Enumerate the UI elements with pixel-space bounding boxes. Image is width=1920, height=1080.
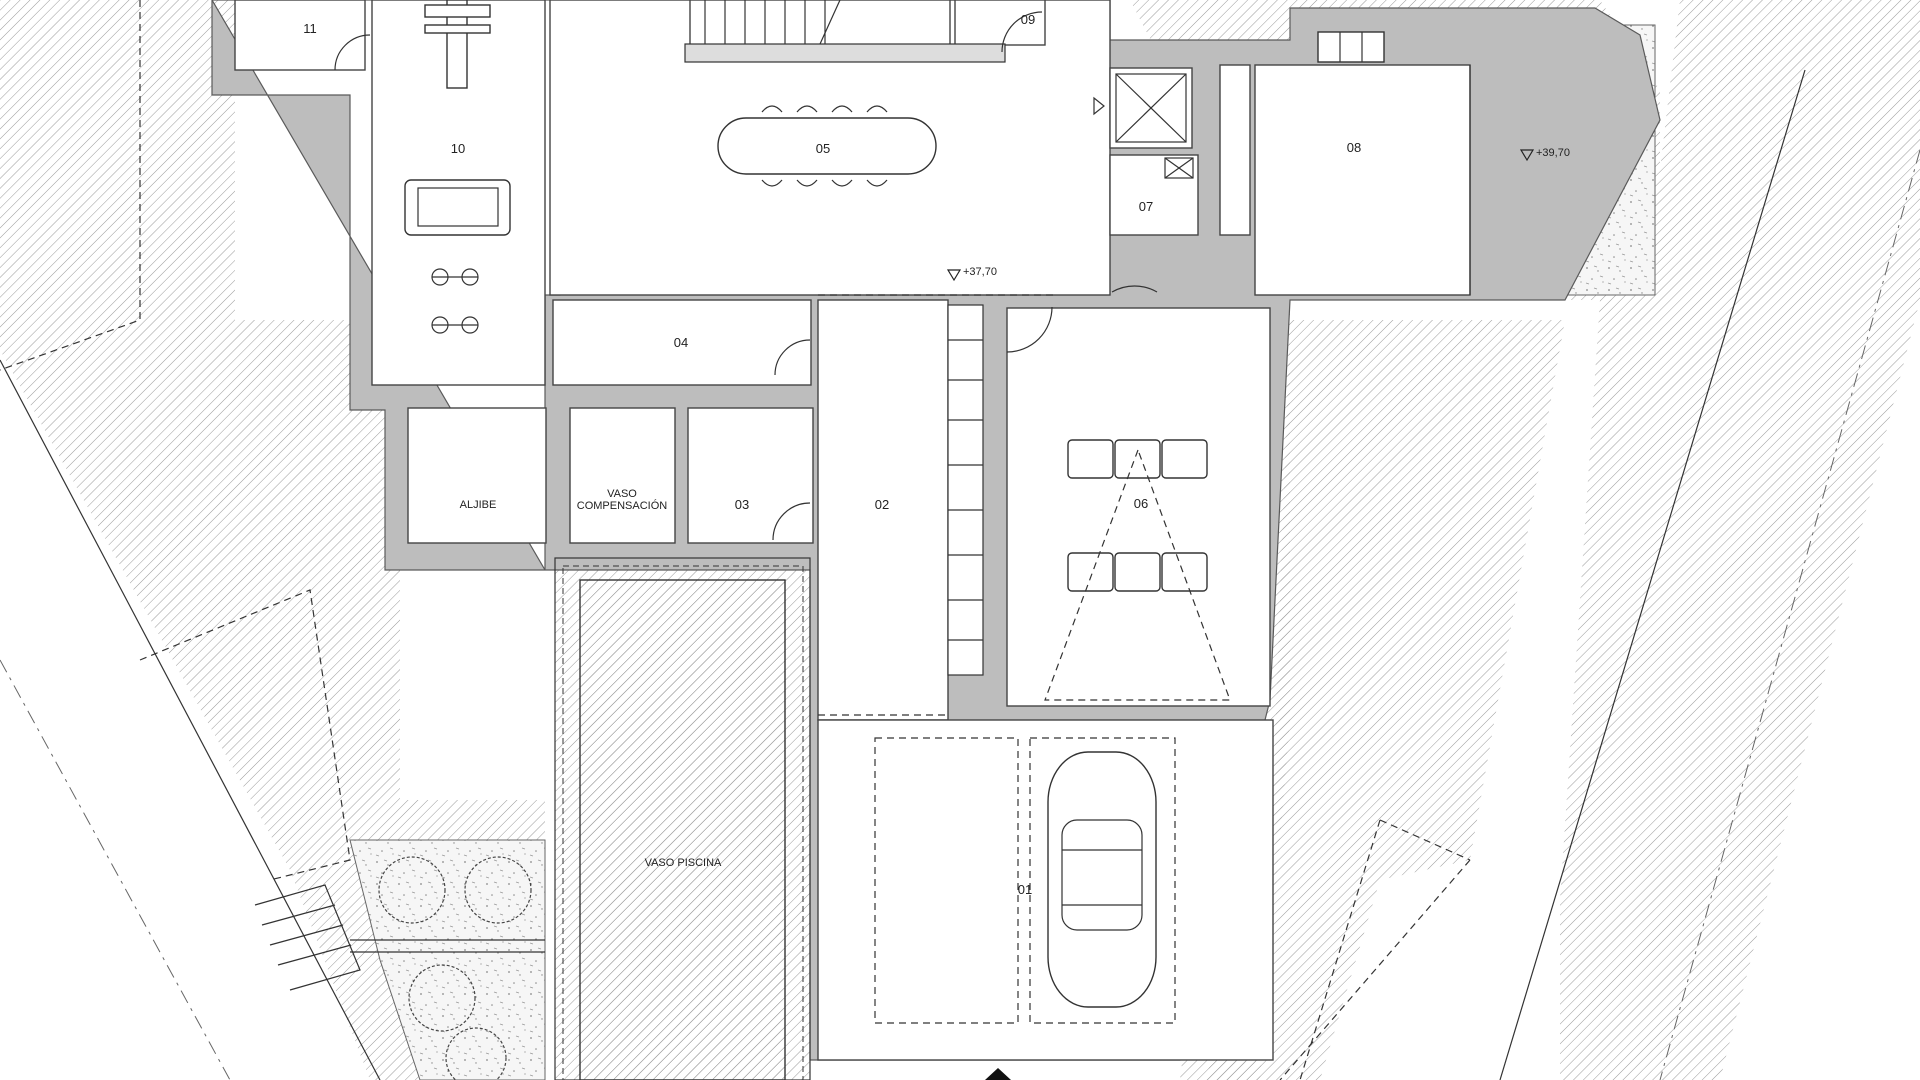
room-vaso-compensacion	[569, 407, 676, 544]
room-11	[234, 0, 366, 71]
level-triangle-icon	[1519, 149, 1535, 162]
room-label-09: 09	[1021, 12, 1035, 27]
room-label-07: 07	[1139, 199, 1153, 214]
pool	[554, 557, 811, 1080]
car-icon	[1047, 751, 1157, 1008]
dining-table	[717, 105, 937, 187]
gym-equipment	[404, 0, 511, 334]
room-label-10: 10	[451, 141, 465, 156]
room-label-vaso-2: COMPENSACIÓN	[577, 499, 668, 512]
room-08	[1254, 64, 1471, 296]
room-label-02: 02	[875, 497, 889, 512]
room-stairs-top	[689, 0, 951, 49]
cinema-seats	[1044, 439, 1231, 701]
room-label-04: 04	[674, 335, 688, 350]
rooms	[234, 0, 1471, 1061]
room-label-vaso-1: VASO	[607, 488, 637, 500]
doors	[334, 11, 1158, 1080]
room-label-08: 08	[1347, 140, 1361, 155]
kitchen-cabinets	[1317, 31, 1471, 295]
tree-icon	[408, 964, 476, 1032]
level-label-exterior: +39,70	[1536, 147, 1570, 159]
ramp-lines	[818, 294, 1055, 716]
room-06	[1006, 307, 1271, 707]
level-label-interior: +37,70	[963, 266, 997, 278]
room-aljibe	[407, 407, 547, 544]
room-03	[687, 407, 814, 544]
room-09	[954, 0, 1046, 46]
room-07	[1109, 154, 1199, 236]
garden	[254, 856, 545, 1080]
room-label-vaso-piscina: VASO PISCINA	[645, 857, 722, 869]
tree-icon	[445, 1027, 507, 1080]
room-label-01: 01	[1018, 882, 1032, 897]
tree-icon	[464, 856, 532, 924]
room-01	[817, 719, 1274, 1061]
parking-bays	[874, 737, 1176, 1024]
elevator-icon	[1115, 73, 1194, 179]
level-markers	[946, 149, 1535, 282]
level-triangle-icon	[946, 269, 962, 282]
room-label-aljibe: ALJIBE	[460, 499, 497, 511]
tree-icon	[378, 856, 446, 924]
top-stairs	[684, 0, 1006, 63]
room-shaft	[1219, 64, 1251, 236]
entrance-arrow-icon	[985, 1068, 1011, 1080]
room-label-06: 06	[1134, 496, 1148, 511]
labels: 11 10 05 09 07 08 04 ALJIBE VASO COMPENS…	[303, 12, 1570, 897]
room-04	[552, 299, 812, 386]
room-02	[817, 299, 949, 721]
room-label-05: 05	[816, 141, 830, 156]
room-label-03: 03	[735, 497, 749, 512]
room-label-11: 11	[303, 21, 317, 36]
